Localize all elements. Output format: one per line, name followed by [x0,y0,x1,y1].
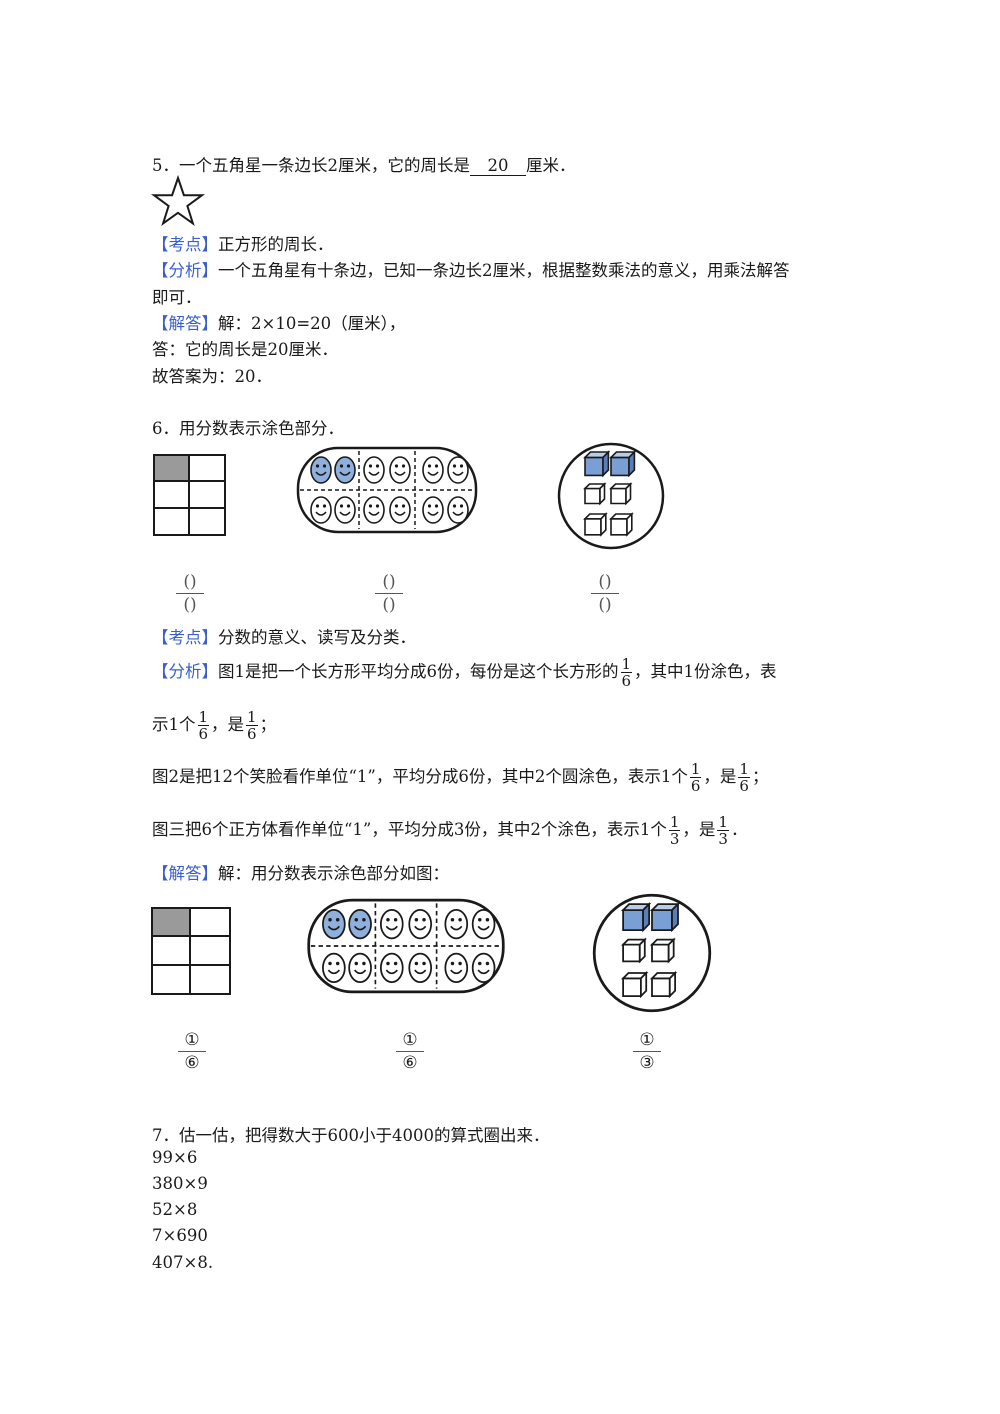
cube-icon [609,450,637,478]
smiley-face-icon [334,456,356,484]
blank-fraction-2[interactable]: ()() [369,572,409,615]
q5-fenxi: 【分析】一个五角星有十条边，已知一条边长2厘米，根据整数乘法的意义，用乘法解答 [152,261,790,280]
fenxi-tag: 【分析】 [152,662,218,681]
smiley-face-icon [310,496,332,524]
blank-fraction-1[interactable]: ()() [170,572,210,615]
cube-icon [649,937,676,964]
smiley-face-icon [310,456,332,484]
answer-figure-2-smiley-faces [307,898,505,994]
q7-item[interactable]: 380×9 [152,1174,208,1193]
smiley-face-icon [334,496,356,524]
q5-fenxi-cont: 即可． [152,288,202,307]
cube-icon [583,482,607,506]
smiley-face-icon [379,909,404,940]
kaodian-tag: 【考点】 [152,235,218,254]
smiley-face-icon [348,952,372,983]
cube-icon [583,450,611,478]
q7-item[interactable]: 407×8. [152,1253,214,1272]
fenxi-tag: 【分析】 [152,261,218,280]
jieda-tag: 【解答】 [152,864,218,883]
cube-icon [620,901,652,933]
smiley-face-icon [447,456,469,484]
answer-figure-1-grid [151,907,231,995]
smiley-face-icon [408,909,433,940]
smiley-face-icon [348,909,372,940]
q7-item[interactable]: 52×8 [152,1200,198,1219]
q7-stem: 7．估一估，把得数大于600小于4000的算式圈出来． [152,1126,550,1145]
blank-fraction-3[interactable]: ()() [585,572,625,615]
q5-jieda: 【解答】解：2×10=20（厘米）， [152,314,406,333]
smiley-face-icon [444,909,469,940]
cube-icon [609,482,633,506]
q5-jieda-answer: 答：它的周长是20厘米． [152,340,338,359]
smiley-face-icon [447,496,469,524]
smiley-face-icon [471,909,496,940]
smiley-face-icon [363,496,385,524]
q6-stem: 6．用分数表示涂色部分． [152,419,344,438]
smiley-face-icon [408,952,433,983]
star-icon [150,174,206,226]
cube-icon [609,512,634,537]
cube-icon [649,970,678,999]
q5-answer-blank: 20 [470,157,526,176]
smiley-face-icon [379,952,404,983]
smiley-face-icon [322,952,346,983]
figure-1-grid [153,454,226,536]
q5-kaodian: 【考点】正方形的周长． [152,235,334,254]
smiley-face-icon [363,456,385,484]
smiley-face-icon [471,952,496,983]
smiley-face-icon [422,496,444,524]
smiley-face-icon [322,909,346,940]
kaodian-tag: 【考点】 [152,628,218,647]
answer-figure-3-cubes [592,893,712,1013]
jieda-tag: 【解答】 [152,314,218,333]
q7-item[interactable]: 7×690 [152,1226,208,1245]
smiley-face-icon [389,456,411,484]
q5-jieda-final: 故答案为：20． [152,367,272,386]
q6-jieda: 【解答】解：用分数表示涂色部分如图： [152,864,449,883]
q7-item[interactable]: 99×6 [152,1148,198,1167]
smiley-face-icon [389,496,411,524]
figure-3-cubes [557,442,665,550]
smiley-face-icon [422,456,444,484]
cube-icon [620,970,649,999]
q6-kaodian: 【考点】分数的意义、读写及分类． [152,628,416,647]
cube-icon [620,937,647,964]
figure-2-smiley-faces [296,446,478,534]
cube-icon [583,512,608,537]
smiley-face-icon [444,952,469,983]
cube-icon [649,901,681,933]
